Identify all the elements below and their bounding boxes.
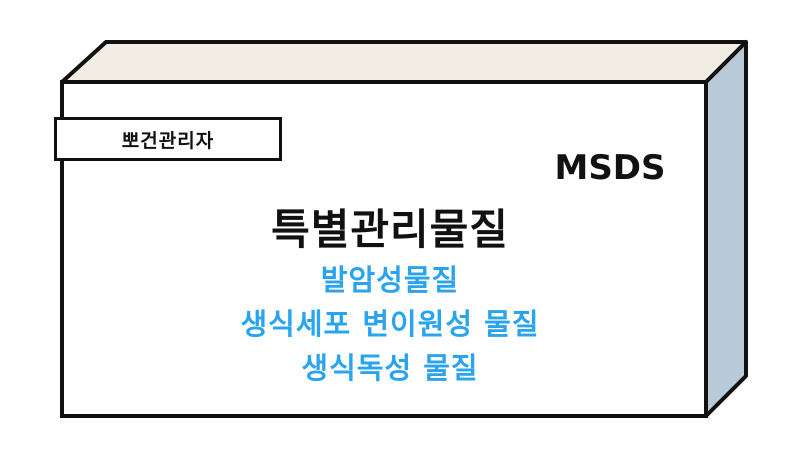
box-side-face: [704, 40, 748, 418]
page-title: 특별관리물질: [271, 205, 509, 254]
substance-item-reproductive-toxic: 생식독성 물질: [301, 351, 479, 385]
msds-label: MSDS: [554, 148, 666, 188]
manager-label: 뽀건관리자: [121, 129, 215, 152]
box-top-face: [60, 40, 748, 84]
substance-list: 발암성물질 생식세포 변이원성 물질 생식독성 물질: [120, 258, 660, 390]
substance-item-carcinogenic: 발암성물질: [320, 263, 460, 297]
substance-item-mutagenic: 생식세포 변이원성 물질: [240, 307, 540, 341]
manager-label-box: 뽀건관리자: [54, 117, 282, 161]
